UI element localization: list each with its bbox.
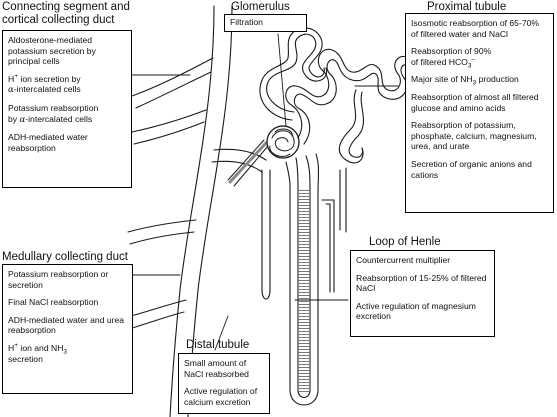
isosmotic-text: Isosmotic reabsorption of 65-70% of filt… xyxy=(411,18,540,39)
title-glomerulus: Glomerulus xyxy=(231,1,290,13)
aldosterone-text: Aldosterone-mediated potassium secretion… xyxy=(8,35,96,67)
title-medullary-collecting-duct: Medullary collecting duct xyxy=(2,251,128,263)
calcium-text: Active regulation of calcium excretion xyxy=(184,386,258,407)
loop-nacl-text: Reabsorption of 15-25% of filtered NaCl xyxy=(356,272,487,294)
title-connecting-segment: Connecting segment and cortical collecti… xyxy=(2,1,130,26)
adh-water-text: ADH-mediated water reabsorption xyxy=(8,132,88,153)
glomerulus xyxy=(266,33,300,159)
medullary-adh-text: ADH-mediated water and urea reabsorption xyxy=(8,314,125,336)
title-distal-tubule: Distal tubule xyxy=(186,339,250,351)
nh3-production-text: Major site of NH3 production xyxy=(411,74,519,88)
connecting-segment-box: Aldosterone-mediated potassium secretion… xyxy=(2,30,132,188)
magnesium-text: Active regulation of magnesium excretion xyxy=(356,300,476,322)
potassium-phosphate-text: Reabsorption of potassium, phosphate, ca… xyxy=(411,120,537,152)
medullary-collecting-duct-box: Potassium reabsorption or secretion Fina… xyxy=(2,264,133,394)
collecting-duct xyxy=(123,5,267,417)
distal-tubule-box: Small amount of NaCl reabsorbed Active r… xyxy=(178,353,270,414)
final-nacl-text: Final NaCl reabsorption xyxy=(8,297,99,308)
loop-of-henle-box: Countercurrent multiplier Reabsorption o… xyxy=(350,250,495,337)
filtration-box: Filtration xyxy=(224,14,307,32)
filtration-label: Filtration xyxy=(230,17,263,27)
title-loop-of-henle: Loop of Henle xyxy=(369,236,441,248)
proximal-tubule-box: Isosmotic reabsorption of 65-70% of filt… xyxy=(405,13,554,213)
bicarbonate-text: Reabsorption of 90%of filtered HCO3– xyxy=(411,46,492,70)
distal-nacl-text: Small amount of NaCl reabsorbed xyxy=(184,358,249,379)
countercurrent-text: Countercurrent multiplier xyxy=(356,255,451,265)
glucose-text: Reabsorption of almost all filtered gluc… xyxy=(411,91,539,113)
medullary-potassium-text: Potassium reabsorption or secretion xyxy=(8,269,109,290)
loop-of-henle xyxy=(261,153,347,406)
distal-tubule xyxy=(227,139,269,187)
title-proximal-tubule: Proximal tubule xyxy=(427,1,507,13)
organic-ions-text: Secretion of organic anions and cations xyxy=(411,158,532,180)
